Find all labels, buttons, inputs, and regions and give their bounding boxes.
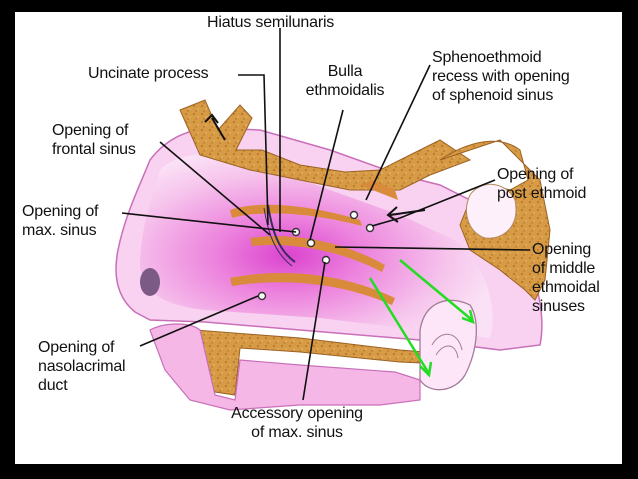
label-opening-middle-ethmoidal: Opening of middle ethmoidal sinuses — [532, 241, 600, 315]
middle-turbinate — [250, 236, 385, 272]
leader-accessory — [302, 261, 326, 401]
green-arrow-lower — [368, 277, 433, 378]
label-bulla-ethmoidalis: Bulla ethmoidalis — [305, 63, 385, 99]
nostril — [140, 268, 160, 296]
label-uncinate-process: Uncinate process — [88, 65, 209, 82]
opening-circle-post-ethmoid — [349, 210, 359, 220]
label-sphenoethmoid-recess: Sphenoethmoid recess with opening of sph… — [432, 49, 570, 104]
leader-sphenoethmoid — [365, 64, 431, 201]
label-opening-frontal-sinus: Opening of frontal sinus — [52, 122, 136, 158]
label-accessory-opening: Accessory opening of max. sinus — [231, 405, 363, 441]
inferior-turbinate — [230, 272, 395, 305]
leader-max-sinus — [121, 212, 297, 233]
leader-uncinate — [238, 74, 269, 226]
opening-circle-nasolacrimal — [257, 291, 267, 301]
opening-circle-accessory — [321, 255, 331, 265]
leader-post-ethmoid — [371, 179, 496, 227]
leader-nasolacrimal — [139, 295, 259, 347]
hiatus-structure — [267, 204, 296, 263]
opening-circle-middle-ethmoidal — [306, 238, 316, 248]
eustachian-tube — [419, 299, 477, 391]
label-hiatus-semilunaris: Hiatus semilunaris — [207, 14, 335, 31]
label-opening-nasolacrimal-duct: Opening of nasolacrimal duct — [38, 339, 126, 394]
label-opening-max-sinus: Opening of max. sinus — [22, 203, 99, 239]
opening-circle-sphenoid — [365, 223, 375, 233]
label-opening-post-ethmoid: Opening of post ethmoid — [497, 166, 587, 202]
oral-region — [149, 323, 421, 411]
superior-turbinate — [230, 204, 362, 226]
leader-bulla — [309, 109, 344, 241]
leader-middle-ethmoidal — [334, 246, 531, 251]
leader-frontal — [159, 141, 271, 236]
arrow-sphenoid — [386, 206, 426, 223]
arrow-frontal-sinus — [204, 113, 226, 141]
frontal-bone — [179, 99, 472, 191]
green-arrow-upper — [399, 259, 475, 324]
